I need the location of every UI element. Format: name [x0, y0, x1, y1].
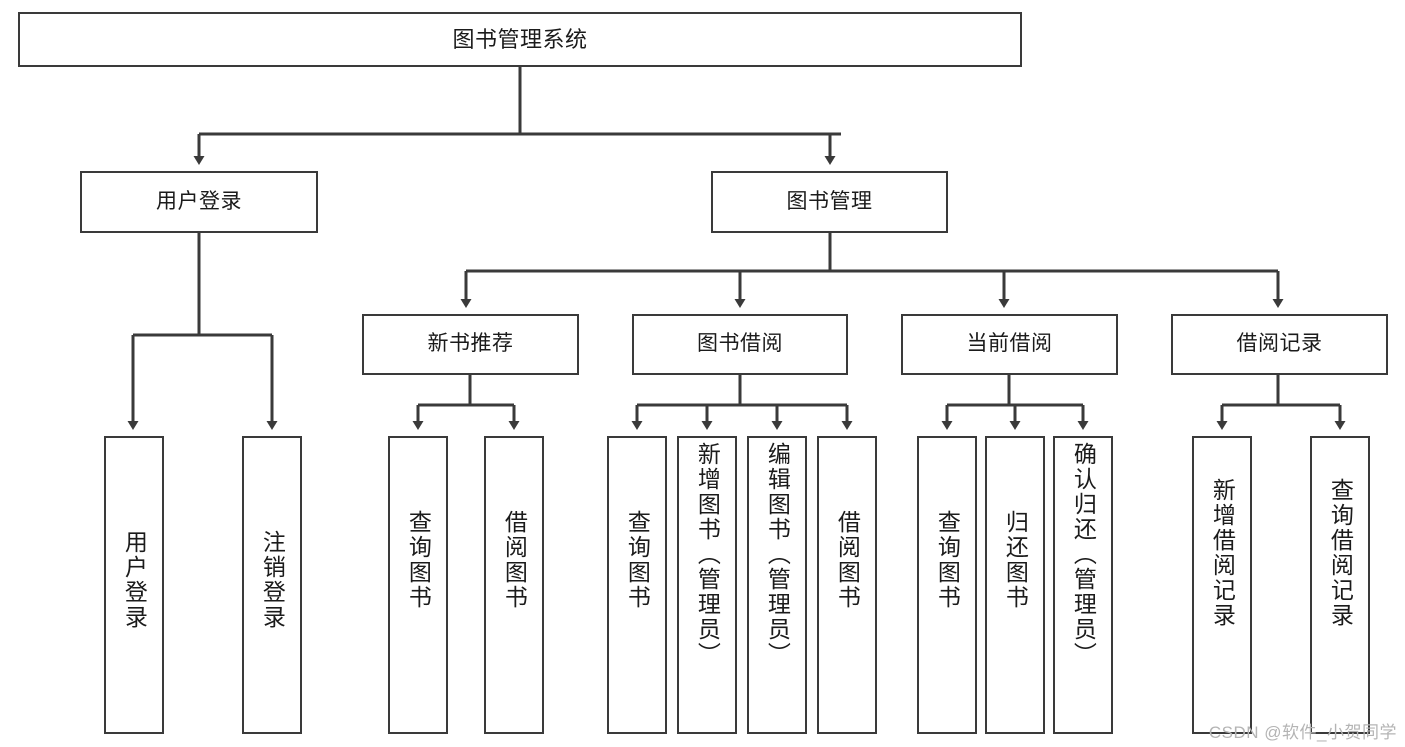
node-label: 查询借阅记录: [1327, 478, 1354, 628]
leaf-add-borrow-record[interactable]: 新增借阅记录: [1192, 436, 1252, 734]
leaf-logout[interactable]: 注销登录: [242, 436, 302, 734]
node-label: 图书借阅: [697, 332, 783, 356]
leaf-borrow-book[interactable]: 借阅图书: [817, 436, 877, 734]
leaf-query-borrow-record[interactable]: 查询借阅记录: [1310, 436, 1370, 734]
node-label: 新书推荐: [427, 332, 514, 356]
node-label: 新增图书（管理员）: [694, 442, 721, 667]
node-new-book-recommend[interactable]: 新书推荐: [362, 314, 579, 375]
node-label: 用户登录: [121, 530, 148, 630]
leaf-confirm-return-admin[interactable]: 确认归还（管理员）: [1053, 436, 1113, 734]
node-label: 编辑图书（管理员）: [764, 442, 791, 667]
leaf-borrow-book-recommend[interactable]: 借阅图书: [484, 436, 544, 734]
node-label: 借阅图书: [501, 510, 528, 610]
node-user-login[interactable]: 用户登录: [80, 171, 318, 233]
node-label: 借阅记录: [1236, 332, 1323, 356]
node-book-borrow[interactable]: 图书借阅: [632, 314, 848, 375]
leaf-add-book-admin[interactable]: 新增图书（管理员）: [677, 436, 737, 734]
node-label: 图书管理系统: [452, 26, 588, 52]
node-label: 当前借阅: [966, 332, 1053, 356]
leaf-query-book-current[interactable]: 查询图书: [917, 436, 977, 734]
node-label: 借阅图书: [834, 510, 861, 610]
node-label: 确认归还（管理员）: [1070, 442, 1097, 667]
node-label: 查询图书: [934, 510, 961, 610]
node-borrow-record[interactable]: 借阅记录: [1171, 314, 1388, 375]
node-label: 新增借阅记录: [1209, 478, 1236, 628]
leaf-edit-book-admin[interactable]: 编辑图书（管理员）: [747, 436, 807, 734]
node-label: 图书管理: [786, 189, 873, 213]
node-label: 注销登录: [259, 530, 286, 630]
node-label: 用户登录: [156, 189, 242, 213]
node-label: 归还图书: [1002, 510, 1029, 610]
leaf-query-book-recommend[interactable]: 查询图书: [388, 436, 448, 734]
node-current-borrow[interactable]: 当前借阅: [901, 314, 1118, 375]
leaf-user-login[interactable]: 用户登录: [104, 436, 164, 734]
node-label: 查询图书: [405, 510, 432, 610]
node-root-system[interactable]: 图书管理系统: [18, 12, 1022, 67]
leaf-return-book[interactable]: 归还图书: [985, 436, 1045, 734]
watermark-text: CSDN @软件_小贺同学: [1208, 723, 1397, 742]
leaf-query-book-borrow[interactable]: 查询图书: [607, 436, 667, 734]
node-label: 查询图书: [624, 510, 651, 610]
node-book-manage[interactable]: 图书管理: [711, 171, 948, 233]
